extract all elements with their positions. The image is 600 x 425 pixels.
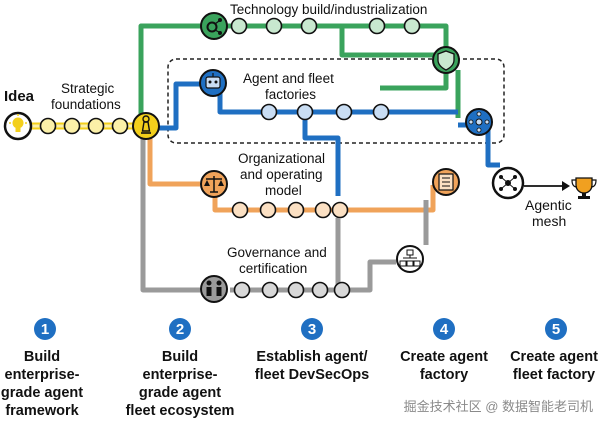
checklist-icon bbox=[432, 168, 460, 196]
arrow-head bbox=[562, 181, 570, 191]
step-2-number: 2 bbox=[176, 321, 184, 338]
network-hub-icon bbox=[465, 108, 493, 136]
label-organizational-3: model bbox=[265, 183, 302, 198]
label-agent-fleet-2: factories bbox=[265, 87, 316, 102]
step-5-number: 5 bbox=[552, 321, 560, 338]
track-stop bbox=[259, 201, 277, 219]
watermark: 掘金技术社区 @ 数据智能老司机 bbox=[404, 399, 593, 414]
track-stop bbox=[261, 281, 279, 299]
step-2-badge bbox=[169, 318, 191, 340]
gear-network-icon bbox=[200, 12, 228, 40]
label-agent-fleet-1: Agent and fleet bbox=[243, 71, 334, 86]
label-organizational-1: Organizational bbox=[238, 151, 325, 166]
step-3-badge bbox=[301, 318, 323, 340]
track-stop bbox=[335, 103, 353, 121]
step-4: 4 Create agent factory bbox=[400, 318, 488, 383]
label-strategic-2: foundations bbox=[51, 97, 121, 112]
step-3-line-2: fleet DevSecOps bbox=[255, 367, 369, 383]
step-3: 3 Establish agent/ fleet DevSecOps bbox=[255, 318, 369, 383]
step-1-line-1: Build bbox=[24, 349, 60, 365]
step-1-line-2: enterprise- bbox=[5, 367, 80, 383]
track-stop bbox=[233, 281, 251, 299]
label-technology: Technology build/industrialization bbox=[230, 2, 427, 17]
label-governance-2: certification bbox=[239, 261, 307, 276]
label-mesh-1: Agentic bbox=[525, 197, 572, 213]
track-stop bbox=[260, 103, 278, 121]
step-5: 5 Create agent fleet factory bbox=[510, 318, 598, 383]
track-stop bbox=[296, 103, 314, 121]
chess-pawn-icon bbox=[132, 112, 160, 140]
track-stop bbox=[368, 17, 386, 35]
step-2-line-1: Build bbox=[162, 349, 198, 365]
trophy-icon bbox=[571, 177, 597, 199]
track-stop bbox=[311, 281, 329, 299]
step-2: 2 Build enterprise- grade agent fleet ec… bbox=[126, 318, 235, 419]
step-4-number: 4 bbox=[440, 321, 449, 338]
track-stop bbox=[287, 201, 305, 219]
track-stop bbox=[300, 17, 318, 35]
track-stop bbox=[403, 17, 421, 35]
step-1-badge bbox=[34, 318, 56, 340]
track-stop bbox=[231, 201, 249, 219]
step-4-line-1: Create agent bbox=[400, 349, 488, 365]
step-3-number: 3 bbox=[308, 321, 316, 338]
label-strategic-1: Strategic bbox=[61, 81, 115, 96]
track-stop bbox=[287, 281, 305, 299]
agent-fleet-track bbox=[152, 81, 500, 196]
step-3-line-1: Establish agent/ bbox=[256, 349, 367, 365]
step-5-badge bbox=[545, 318, 567, 340]
step-1-line-3: grade agent bbox=[1, 385, 83, 401]
step-1-number: 1 bbox=[41, 321, 49, 338]
people-icon bbox=[200, 275, 228, 303]
label-governance-1: Governance and bbox=[227, 245, 327, 260]
track-stop bbox=[63, 117, 81, 135]
track-stop bbox=[39, 117, 57, 135]
track-stop bbox=[372, 103, 390, 121]
organizational-track bbox=[147, 138, 436, 219]
strategic-track bbox=[18, 117, 146, 135]
robot-icon bbox=[199, 69, 227, 97]
step-5-line-2: fleet factory bbox=[513, 367, 595, 383]
step-2-line-3: grade agent bbox=[139, 385, 221, 401]
step-2-line-2: enterprise- bbox=[143, 367, 218, 383]
track-stop bbox=[314, 201, 332, 219]
label-organizational-2: and operating bbox=[240, 167, 323, 182]
track-stop bbox=[333, 281, 351, 299]
track-stop bbox=[111, 117, 129, 135]
track-stop bbox=[87, 117, 105, 135]
governance-track bbox=[140, 138, 429, 299]
step-1: 1 Build enterprise- grade agent framewor… bbox=[1, 318, 83, 419]
step-4-line-2: factory bbox=[420, 367, 468, 383]
step-4-badge bbox=[433, 318, 455, 340]
step-2-line-4: fleet ecosystem bbox=[126, 403, 235, 419]
shield-icon bbox=[432, 46, 460, 74]
label-mesh-2: mesh bbox=[532, 213, 566, 229]
track-stop bbox=[230, 17, 248, 35]
org-chart-icon bbox=[396, 245, 424, 273]
track-stop bbox=[265, 17, 283, 35]
label-idea: Idea bbox=[4, 88, 35, 105]
lightbulb-icon bbox=[3, 111, 33, 141]
step-1-line-4: framework bbox=[5, 403, 79, 419]
scales-icon bbox=[200, 170, 228, 198]
step-5-line-1: Create agent bbox=[510, 349, 598, 365]
technology-track bbox=[138, 17, 461, 118]
mesh-network-icon bbox=[491, 166, 525, 200]
dashed-box bbox=[167, 58, 505, 144]
track-stop bbox=[331, 201, 349, 219]
